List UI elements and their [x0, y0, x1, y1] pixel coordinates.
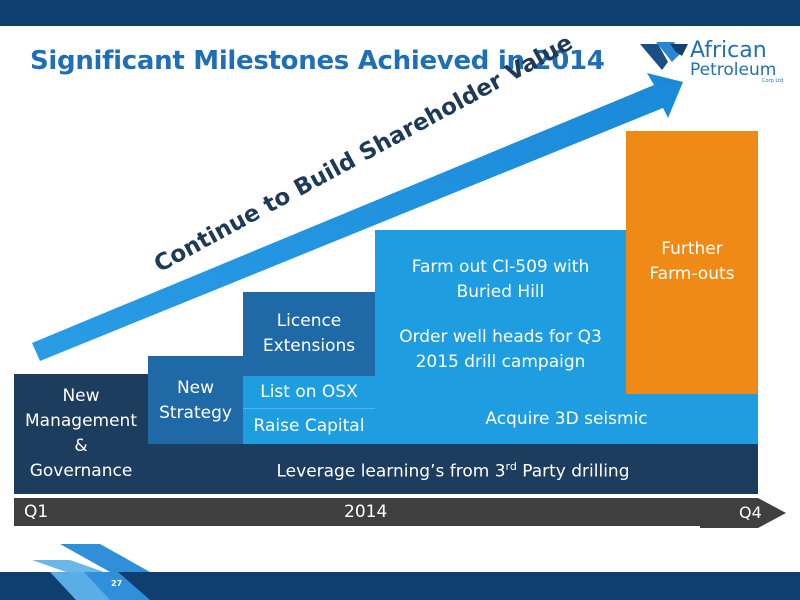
new-management-line1: New — [62, 386, 100, 406]
further-farmouts-line1: Further — [661, 239, 723, 259]
slide-title: Significant Milestones Achieved in 2014 — [30, 46, 605, 76]
new-management-line4: Governance — [29, 461, 133, 481]
further-farmouts-line2: Farm-outs — [649, 264, 735, 284]
acquire-3d-seismic-block: Acquire 3D seismic — [375, 394, 758, 444]
top-header-bar — [0, 0, 800, 26]
leverage-learnings-block: Leverage learning’s from 3rd Party drill… — [148, 444, 758, 494]
licence-extensions-line2: Extensions — [262, 336, 356, 356]
list-on-osx-label: List on OSX — [260, 381, 358, 402]
african-petroleum-logo: African Petroleum Corp Ltd — [638, 38, 788, 84]
new-management-block: New Management & Governance — [14, 374, 148, 494]
order-wellheads-line2: 2015 drill campaign — [415, 352, 586, 372]
further-farmouts-block: Further Farm-outs — [626, 131, 758, 394]
timeline-arrowhead — [700, 498, 786, 528]
logo-text-petroleum: Petroleum — [690, 60, 777, 80]
acquire-3d-seismic-label: Acquire 3D seismic — [485, 408, 648, 429]
farm-out-line1: Farm out CI-509 with — [411, 257, 590, 277]
order-wellheads-line1: Order well heads for Q3 — [399, 327, 602, 347]
arrow-shape — [32, 73, 683, 361]
farm-out-line2: Buried Hill — [456, 282, 545, 302]
timeline-end-label: Q4 — [739, 503, 762, 522]
list-on-osx-block: List on OSX — [243, 376, 375, 408]
timeline-start-label: Q1 — [24, 502, 49, 522]
farm-out-block: Farm out CI-509 with Buried Hill Order w… — [375, 230, 626, 394]
new-strategy-block: New Strategy — [148, 356, 243, 444]
logo-text-african: African — [690, 38, 767, 63]
new-management-line3: & — [74, 436, 88, 456]
licence-extensions-line1: Licence — [276, 311, 342, 331]
bottom-chevron-overlay — [50, 572, 150, 600]
raise-capital-block: Raise Capital — [243, 408, 375, 444]
raise-capital-label: Raise Capital — [253, 416, 365, 436]
logo-text-corp: Corp Ltd — [762, 78, 784, 84]
new-strategy-line1: New — [176, 378, 215, 398]
leverage-label: Leverage learning’s from 3rd Party drill… — [276, 459, 630, 482]
timeline-year-label: 2014 — [344, 502, 388, 522]
logo-mark-icon — [640, 42, 688, 70]
new-management-line2: Management — [25, 411, 137, 431]
licence-extensions-block: Licence Extensions — [243, 292, 375, 376]
timeline-bar: Q1 2014 — [14, 498, 758, 526]
new-strategy-line2: Strategy — [159, 403, 232, 423]
page-number: 27 — [111, 579, 123, 588]
